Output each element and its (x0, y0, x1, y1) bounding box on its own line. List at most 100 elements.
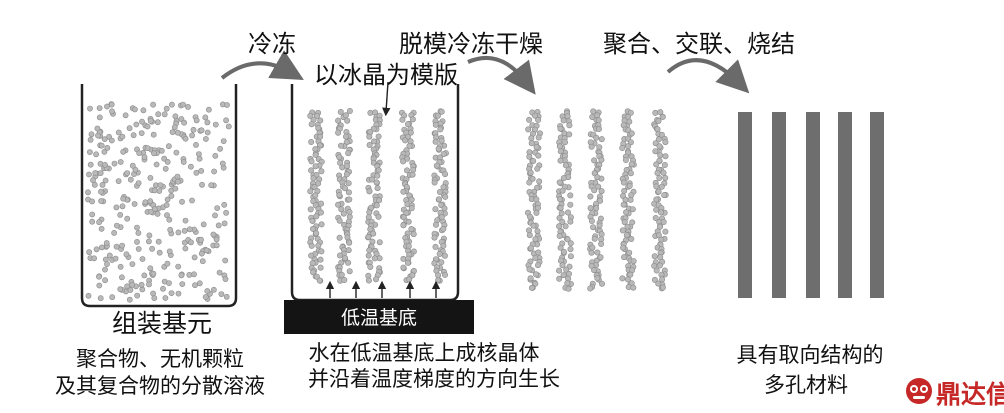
particle (222, 276, 229, 282)
particle (591, 187, 598, 194)
particle (621, 187, 628, 194)
particle (199, 181, 205, 188)
particle (655, 136, 662, 143)
particle (203, 247, 210, 254)
particle (408, 226, 415, 233)
particle (526, 153, 533, 160)
particle (87, 105, 93, 112)
freeze-particle-columns (307, 108, 449, 284)
particle (375, 133, 382, 140)
particle (108, 137, 115, 144)
step2-label: 脱模冷冻干燥 (399, 30, 543, 58)
particle (146, 232, 153, 239)
particle (99, 244, 105, 251)
particle (97, 295, 104, 302)
particle (173, 149, 180, 156)
particle (164, 212, 170, 219)
particle (174, 173, 181, 180)
particle (90, 177, 96, 184)
particle (134, 238, 140, 245)
particle (652, 109, 659, 116)
particle (563, 266, 570, 273)
particle (199, 258, 206, 265)
particle (163, 202, 170, 208)
particle (147, 174, 154, 181)
particle (202, 294, 209, 300)
particle (598, 241, 605, 248)
particle (198, 167, 205, 174)
particle (526, 213, 533, 220)
particle (308, 167, 315, 174)
particle (526, 179, 533, 186)
particle (651, 253, 658, 260)
particle (150, 270, 157, 277)
particle (196, 280, 203, 287)
particle (89, 211, 96, 218)
particle (179, 198, 185, 205)
particle (144, 123, 151, 130)
particle (532, 271, 539, 278)
particle (627, 196, 634, 203)
particle (307, 112, 314, 119)
particle (120, 148, 127, 155)
particle (588, 249, 595, 256)
stage2-desc-line1: 水在低温基底上成核晶体 (309, 341, 540, 365)
particle (619, 227, 626, 234)
particle (342, 255, 349, 262)
particle (146, 281, 152, 288)
particle (409, 116, 416, 123)
particle (132, 166, 139, 173)
particle (186, 226, 193, 233)
particle (564, 209, 571, 216)
particle (109, 108, 115, 115)
particle (658, 183, 665, 190)
particle (652, 215, 659, 222)
step3-label: 聚合、交联、烧结 (603, 30, 795, 58)
particle (561, 139, 568, 146)
particle (222, 257, 229, 264)
brand-name: 鼎达信 (936, 380, 1004, 409)
particle (315, 180, 322, 187)
particle (98, 198, 104, 204)
particle (533, 144, 540, 151)
particle (590, 108, 597, 115)
particle (129, 281, 136, 288)
particle (223, 117, 229, 124)
particle (181, 119, 187, 126)
particle (204, 129, 211, 136)
porous-bar (772, 112, 786, 298)
particle (651, 262, 658, 269)
particle (556, 223, 563, 230)
curved-arrow-freeze (220, 50, 304, 80)
particle (158, 147, 165, 154)
particle (556, 179, 563, 186)
stage4-desc-line2: 多孔材料 (764, 373, 848, 397)
particle (588, 143, 595, 150)
particle (103, 240, 110, 246)
particle (191, 254, 198, 261)
particle (410, 231, 417, 238)
particle (399, 116, 406, 123)
particle (534, 262, 541, 269)
particle (156, 249, 163, 256)
particle (185, 104, 191, 110)
particle (342, 112, 349, 119)
particle (624, 223, 631, 230)
particle (106, 252, 113, 259)
particle (340, 210, 347, 217)
particle (565, 285, 572, 292)
particle (130, 132, 137, 139)
particle (559, 218, 566, 225)
particle (440, 225, 447, 232)
particle (557, 157, 564, 164)
particle (532, 112, 539, 119)
particle (526, 116, 533, 123)
particle (131, 106, 138, 113)
particle (656, 143, 663, 150)
particle (308, 139, 315, 146)
particle (556, 143, 563, 150)
particle (432, 243, 439, 250)
particle (400, 158, 407, 165)
particle (113, 204, 120, 211)
particle (204, 119, 211, 126)
